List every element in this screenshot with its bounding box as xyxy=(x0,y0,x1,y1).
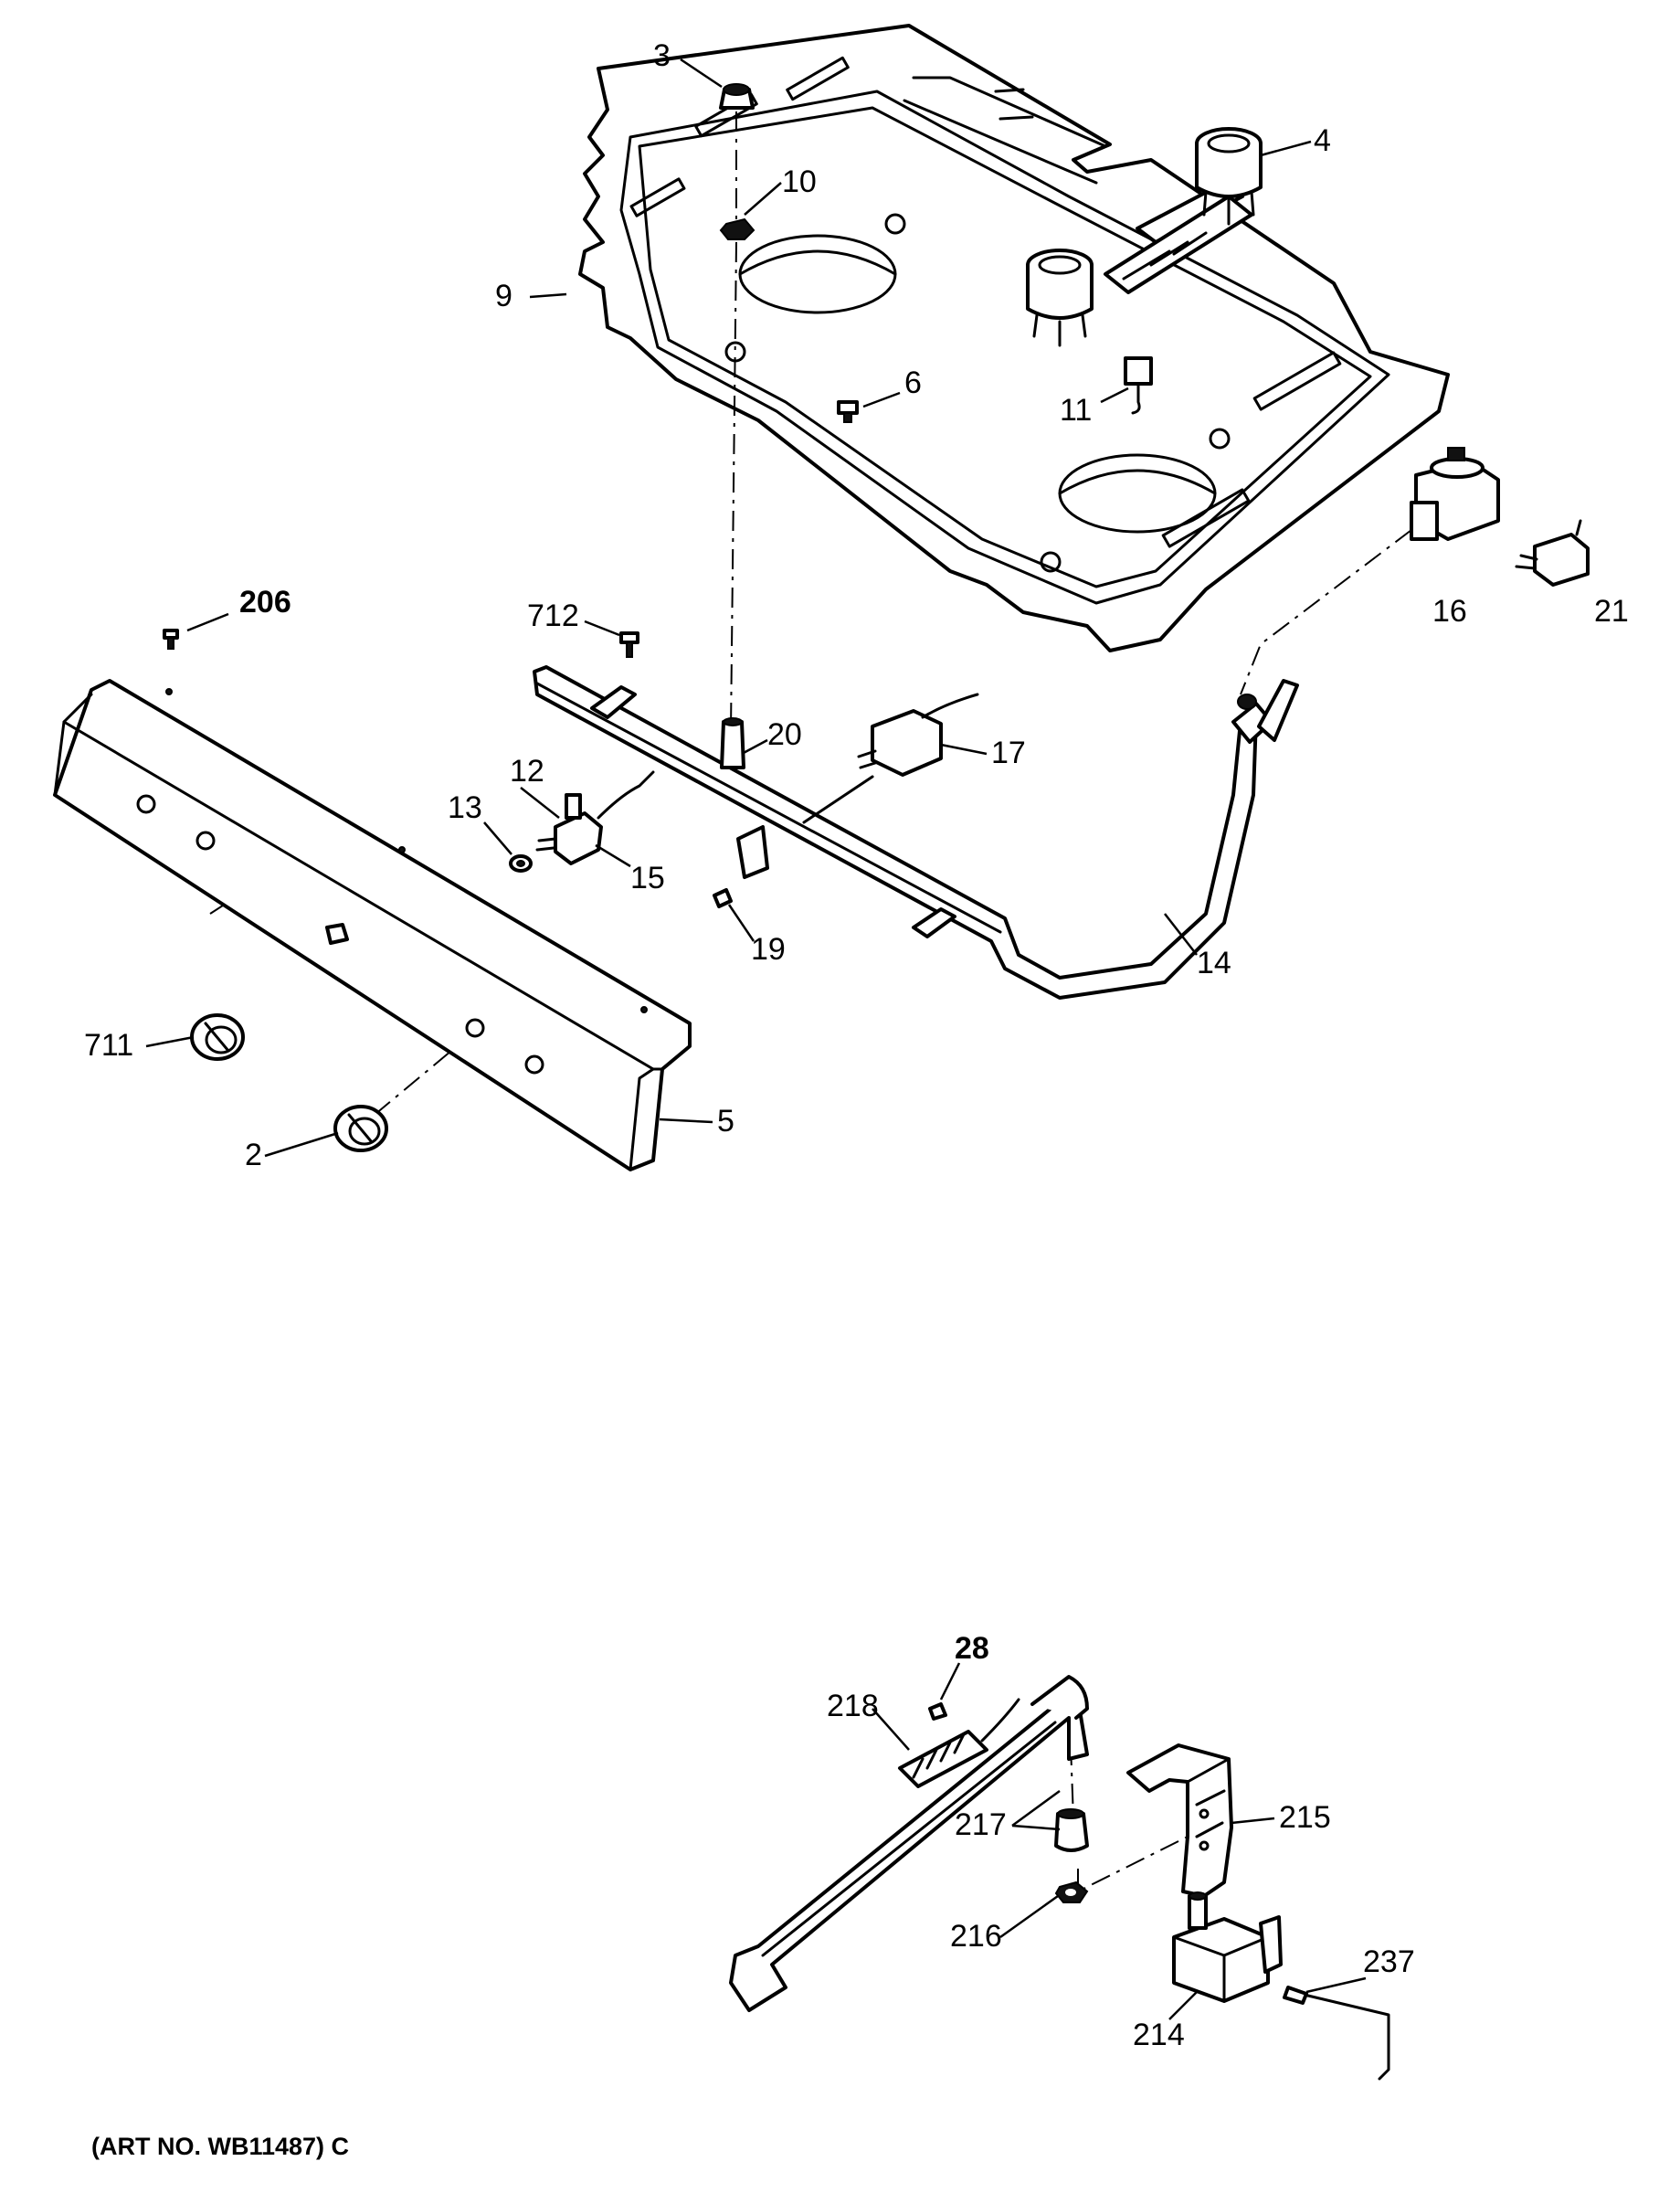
callout-11: 11 xyxy=(1060,393,1092,428)
callout-712: 712 xyxy=(527,599,579,633)
leader-line xyxy=(1260,140,1312,157)
callout-2: 2 xyxy=(245,1138,262,1172)
leader-line xyxy=(1011,1789,1061,1831)
callout-6: 6 xyxy=(904,366,922,400)
leader-line xyxy=(872,1708,910,1751)
leader-line xyxy=(145,1035,195,1048)
callout-20: 20 xyxy=(767,717,802,752)
leader-line xyxy=(584,620,620,637)
screw-19 xyxy=(713,888,733,908)
callout-14: 14 xyxy=(1197,946,1231,980)
leader-line xyxy=(1305,1976,1367,1994)
washer-13 xyxy=(509,854,533,873)
leader-line xyxy=(744,182,782,216)
callout-216: 216 xyxy=(950,1919,1002,1954)
callout-214: 214 xyxy=(1133,2018,1185,2052)
leader-line xyxy=(520,787,560,819)
burner-box-pan xyxy=(578,24,1450,652)
callout-17: 17 xyxy=(991,736,1026,770)
control-panel-5 xyxy=(53,679,692,1171)
screw-28 xyxy=(928,1702,947,1721)
callout-12: 12 xyxy=(510,754,544,789)
callout-13: 13 xyxy=(448,790,482,825)
callout-4: 4 xyxy=(1314,123,1331,158)
knob-2 xyxy=(333,1105,388,1152)
thermocouple-237 xyxy=(1283,1986,1390,2081)
gas-valve-214 xyxy=(1172,1891,1283,2003)
screw-712 xyxy=(619,631,639,658)
callout-217: 217 xyxy=(955,1807,1007,1842)
callout-16: 16 xyxy=(1432,594,1467,629)
pressure-regulator-16 xyxy=(1410,447,1500,541)
leader-line xyxy=(264,1131,339,1158)
screw-206 xyxy=(163,629,179,650)
leader-line xyxy=(999,1894,1059,1939)
orifice-hood-3 xyxy=(719,83,755,110)
leader-line xyxy=(1164,913,1198,956)
leader-line xyxy=(862,391,901,408)
bracket-215 xyxy=(1126,1743,1233,1898)
leader-line xyxy=(940,743,988,756)
callout-28: 28 xyxy=(955,1631,989,1666)
knob-711 xyxy=(190,1013,245,1061)
callout-5: 5 xyxy=(717,1104,734,1139)
leader-line xyxy=(595,843,631,868)
callout-10: 10 xyxy=(782,164,817,199)
callout-218: 218 xyxy=(827,1689,879,1723)
callout-19: 19 xyxy=(751,932,786,967)
leader-line xyxy=(741,738,768,756)
leader-line xyxy=(1168,1991,1198,2020)
leader-line xyxy=(659,1118,713,1124)
callout-206: 206 xyxy=(239,585,291,620)
assembly-line xyxy=(1240,529,1412,695)
leader-line xyxy=(680,58,723,89)
screw-6 xyxy=(837,400,859,423)
leader-line xyxy=(529,292,567,299)
nut-216 xyxy=(1054,1880,1089,1903)
oven-burner-tube xyxy=(729,1675,1089,2012)
top-burner-assembly xyxy=(1026,127,1263,347)
switch-21 xyxy=(1515,519,1590,587)
burner-valve-15 xyxy=(535,770,655,865)
art-number-caption: (ART NO. WB11487) C xyxy=(91,2133,349,2160)
igniter-218 xyxy=(898,1698,1020,1788)
callout-711: 711 xyxy=(84,1028,133,1063)
callout-3: 3 xyxy=(653,38,671,73)
leader-line xyxy=(939,1662,961,1700)
nut-10 xyxy=(719,217,755,240)
orifice-217 xyxy=(1054,1808,1089,1852)
clip-11 xyxy=(1124,356,1153,415)
manifold-pipe-14 xyxy=(533,665,1299,1000)
leader-line xyxy=(727,904,755,942)
callout-215: 215 xyxy=(1279,1800,1331,1835)
assembly-line xyxy=(730,241,737,732)
callout-15: 15 xyxy=(630,861,665,895)
callout-9: 9 xyxy=(495,279,512,313)
leader-line xyxy=(186,612,229,632)
callout-21: 21 xyxy=(1594,594,1629,629)
leader-line xyxy=(483,821,512,855)
leader-line xyxy=(1100,387,1129,404)
ignition-switch-17 xyxy=(802,693,979,824)
stud-20 xyxy=(720,717,745,769)
callout-237: 237 xyxy=(1363,1944,1415,1979)
assembly-line xyxy=(1077,1836,1189,1893)
leader-line xyxy=(1231,1817,1275,1825)
